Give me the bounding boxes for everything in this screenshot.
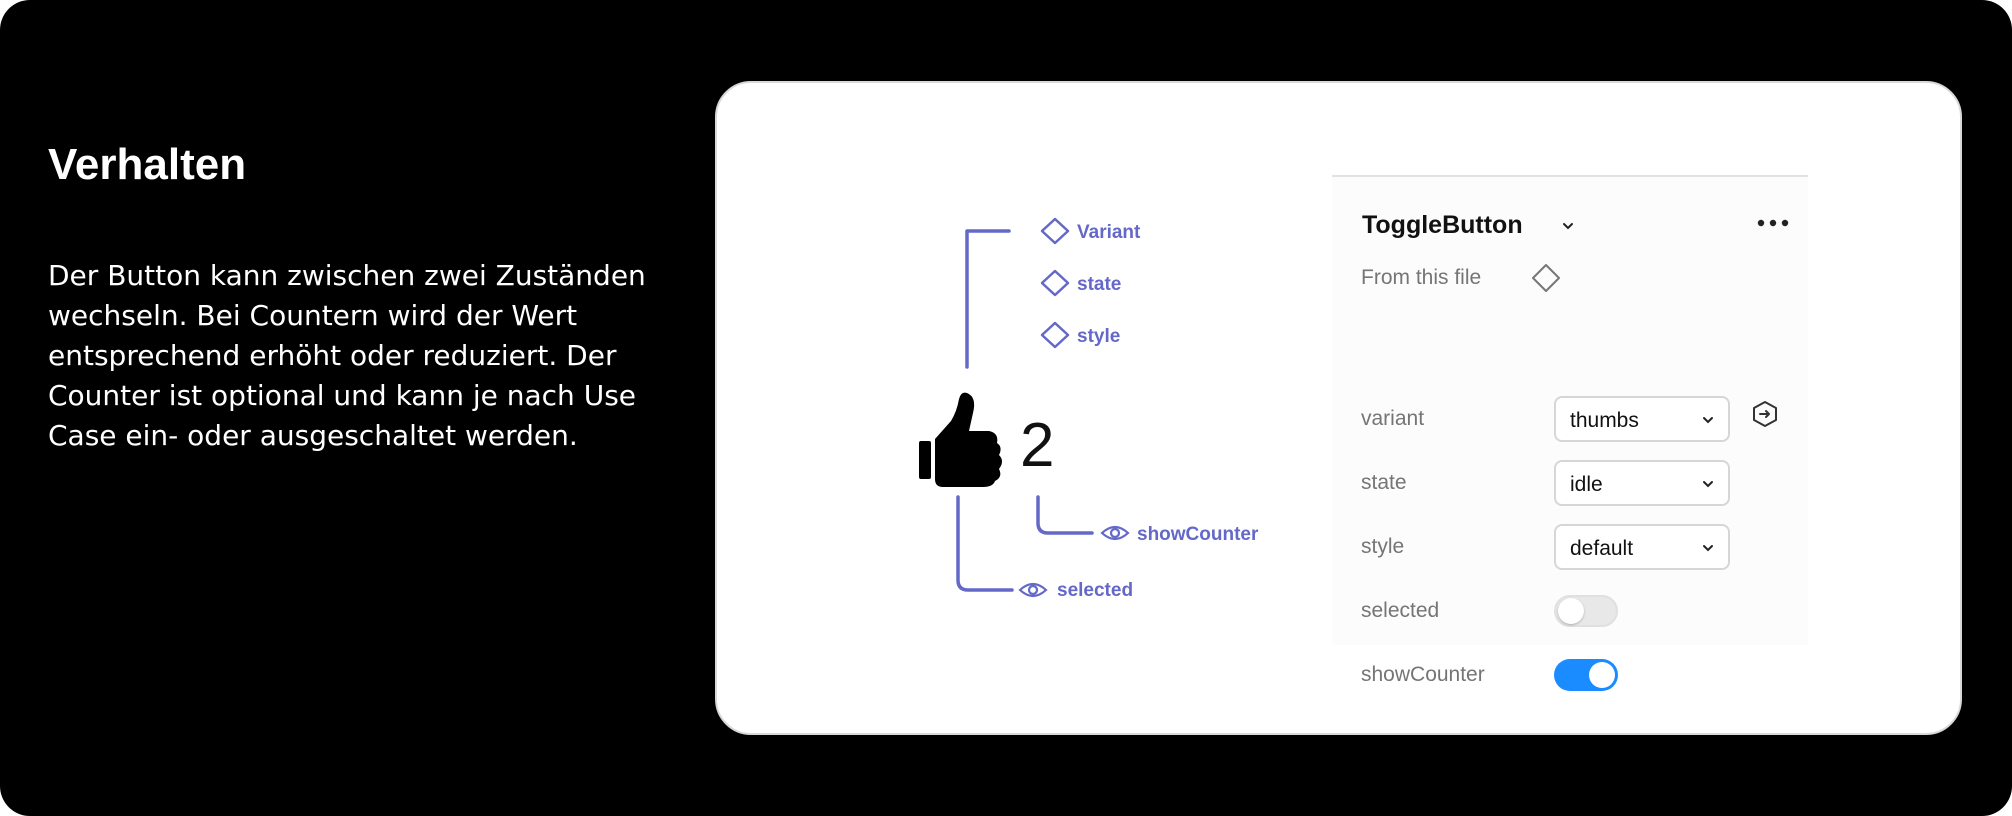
component-card: Variant state style 2 showCounter select… bbox=[715, 81, 1962, 735]
state-select[interactable]: idle bbox=[1554, 460, 1730, 506]
variant-select-value: thumbs bbox=[1570, 409, 1639, 432]
chevron-down-icon bbox=[1703, 545, 1713, 552]
selected-property-label: selected bbox=[1057, 580, 1134, 601]
more-options-icon[interactable] bbox=[1756, 217, 1790, 229]
state-select-value: idle bbox=[1570, 473, 1603, 496]
style-diamond-icon bbox=[1040, 321, 1070, 349]
style-select[interactable]: default bbox=[1554, 524, 1730, 570]
variant-select[interactable]: thumbs bbox=[1554, 396, 1730, 442]
properties-panel: ToggleButton From this file variant thum… bbox=[1332, 175, 1808, 645]
selected-eye-icon bbox=[1018, 582, 1048, 598]
chevron-down-icon[interactable] bbox=[1562, 221, 1574, 231]
style-row-label: style bbox=[1361, 535, 1405, 558]
source-label: From this file bbox=[1361, 266, 1482, 289]
bracket-selected-connector bbox=[956, 495, 1014, 592]
swap-instance-icon[interactable] bbox=[1750, 399, 1780, 429]
bracket-top-connector bbox=[965, 229, 1011, 369]
component-title[interactable]: ToggleButton bbox=[1362, 211, 1523, 239]
state-row-label: state bbox=[1361, 471, 1407, 494]
thumbs-up-icon bbox=[919, 392, 1002, 487]
selected-toggle[interactable] bbox=[1554, 595, 1618, 627]
style-select-value: default bbox=[1570, 537, 1634, 560]
show-counter-eye-icon bbox=[1100, 525, 1130, 541]
show-counter-property-label: showCounter bbox=[1137, 524, 1259, 545]
state-diamond-icon bbox=[1040, 269, 1070, 297]
variant-property-label: Variant bbox=[1077, 222, 1141, 243]
show-counter-row-label: showCounter bbox=[1361, 663, 1485, 686]
show-counter-toggle[interactable] bbox=[1554, 659, 1618, 691]
style-property-label: style bbox=[1077, 326, 1121, 347]
selected-row-label: selected bbox=[1361, 599, 1440, 622]
counter-value: 2 bbox=[1020, 411, 1055, 480]
toggle-knob bbox=[1558, 598, 1584, 624]
component-diamond-icon bbox=[1532, 264, 1560, 292]
slide-description: Der Button kann zwischen zwei Zuständen … bbox=[48, 259, 646, 452]
chevron-down-icon bbox=[1703, 417, 1713, 424]
state-property-label: state bbox=[1077, 274, 1122, 295]
variant-row-label: variant bbox=[1361, 407, 1425, 430]
slide-heading: Verhalten bbox=[48, 140, 247, 189]
toggle-knob bbox=[1589, 662, 1615, 688]
variant-diamond-icon bbox=[1040, 217, 1070, 245]
panel-divider bbox=[1332, 175, 1808, 177]
chevron-down-icon bbox=[1703, 481, 1713, 488]
bracket-show-counter-connector bbox=[1036, 495, 1094, 535]
annotation-diagram bbox=[919, 217, 1130, 598]
